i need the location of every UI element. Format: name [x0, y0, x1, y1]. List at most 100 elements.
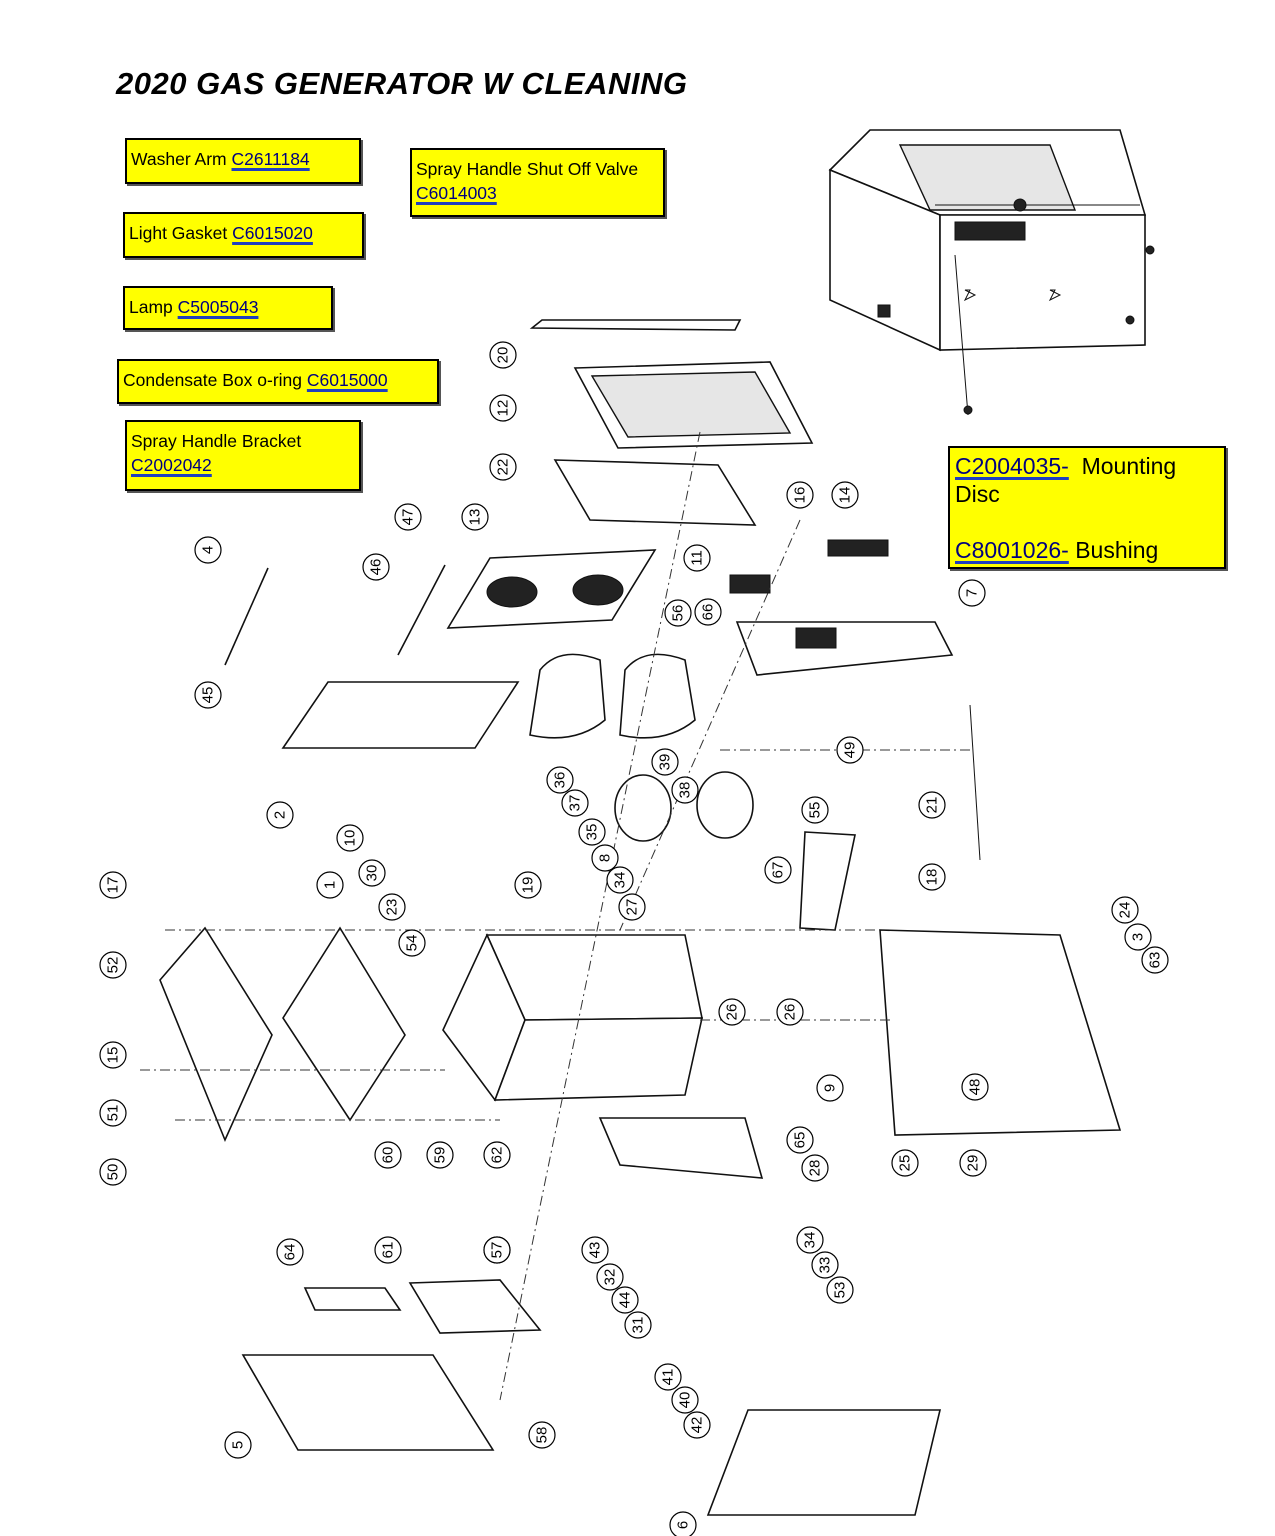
callout-label: Spray Handle Shut Off Valve — [416, 159, 639, 179]
callout-number: 22 — [495, 459, 512, 476]
callout-bubble-40: 40 — [671, 1386, 699, 1414]
callout-bubble-17: 17 — [99, 871, 127, 899]
callout-number: 67 — [770, 862, 787, 879]
callout-number: 60 — [380, 1147, 397, 1164]
callout-number: 37 — [567, 795, 584, 812]
callout-number: 34 — [802, 1232, 819, 1249]
callout-bubble-23: 23 — [378, 893, 406, 921]
callout-bubble-13: 13 — [461, 503, 489, 531]
callout-number: 56 — [670, 605, 687, 622]
callout-bubble-7: 7 — [958, 579, 986, 607]
callout-bubble-19: 19 — [514, 871, 542, 899]
callout-bubble-20: 20 — [489, 341, 517, 369]
panel-55 — [799, 831, 856, 931]
callout-bubble-26: 26 — [718, 998, 746, 1026]
board-11 — [729, 574, 771, 594]
callout-bubble-67: 67 — [764, 856, 792, 884]
callout-number: 24 — [1117, 902, 1134, 919]
callout-bubble-1: 1 — [316, 871, 344, 899]
callout-number: 13 — [467, 509, 484, 526]
callout-bubble-10: 10 — [336, 824, 364, 852]
bottom-panel-5 — [241, 1354, 495, 1451]
callout-number: 29 — [965, 1155, 982, 1172]
callout-number: 39 — [657, 754, 674, 771]
door-gasket-22 — [553, 459, 757, 526]
callout-bubble-47: 47 — [394, 503, 422, 531]
callout-bubble-31: 31 — [624, 1311, 652, 1339]
callout-number: 30 — [364, 865, 381, 882]
assembled-unit-illustration — [828, 129, 1155, 416]
callout-label: Washer Arm — [131, 149, 227, 169]
part-number-link[interactable]: C8001026- — [955, 537, 1069, 563]
callout-number: 40 — [677, 1392, 694, 1409]
callout-number: 34 — [612, 872, 629, 889]
callout-bubble-34: 34 — [796, 1226, 824, 1254]
part-number-link[interactable]: C6015020 — [232, 223, 313, 243]
callout-number: 53 — [832, 1282, 849, 1299]
callout-condensate-oring: Condensate Box o-ring C6015000 — [117, 359, 439, 404]
callout-number: 21 — [924, 797, 941, 814]
callout-number: 17 — [105, 877, 122, 894]
part-number-link[interactable]: C5005043 — [177, 297, 259, 317]
callout-label: Lamp — [129, 297, 173, 317]
callout-number: 1 — [322, 881, 339, 889]
callout-bubble-38: 38 — [671, 776, 699, 804]
callout-number: 63 — [1147, 952, 1164, 969]
callout-number: 61 — [380, 1242, 397, 1259]
callout-number: 7 — [964, 589, 981, 597]
callout-light-gasket: Light Gasket C6015020 — [123, 212, 364, 258]
callout-bubble-51: 51 — [99, 1099, 127, 1127]
callout-number: 6 — [675, 1521, 692, 1529]
callout-label: Mounting Disc — [955, 453, 1177, 507]
callout-number: 65 — [792, 1132, 809, 1149]
rail-4 — [224, 567, 269, 666]
callout-bubble-25: 25 — [891, 1149, 919, 1177]
callout-number: 31 — [630, 1317, 647, 1334]
callout-bubble-46: 46 — [362, 553, 390, 581]
callout-number: 36 — [552, 772, 569, 789]
callout-bubble-43: 43 — [581, 1236, 609, 1264]
callout-bubble-45: 45 — [194, 681, 222, 709]
callout-bubble-61: 61 — [374, 1236, 402, 1264]
part-number-link[interactable]: C6014003 — [416, 183, 497, 203]
callout-bubble-57: 57 — [483, 1236, 511, 1264]
callout-lamp: Lamp C5005043 — [123, 286, 333, 330]
callout-number: 26 — [782, 1004, 799, 1021]
display-14 — [827, 539, 889, 557]
part-number-link[interactable]: C2611184 — [231, 149, 310, 169]
callout-bubble-55: 55 — [801, 796, 829, 824]
part-number-link[interactable]: C2004035- — [955, 453, 1069, 479]
callout-number: 58 — [534, 1427, 551, 1444]
callout-bubble-39: 39 — [651, 748, 679, 776]
callout-number: 54 — [404, 935, 421, 952]
callout-bubble-16: 16 — [786, 481, 814, 509]
part-number-link[interactable]: C6015000 — [306, 370, 388, 390]
callout-number: 33 — [817, 1257, 834, 1274]
callout-number: 9 — [822, 1084, 839, 1092]
callout-mounting-disc-bushing: C2004035- Mounting Disc C8001026- Bushin… — [948, 446, 1226, 569]
callout-bubble-29: 29 — [959, 1149, 987, 1177]
callout-number: 55 — [807, 802, 824, 819]
callout-bubble-36: 36 — [546, 766, 574, 794]
callout-bubble-66: 66 — [694, 598, 722, 626]
callout-number: 44 — [617, 1292, 634, 1309]
control-panel-7 — [735, 621, 954, 676]
callout-label: Condensate Box o-ring — [123, 370, 302, 390]
callout-number: 3 — [1130, 933, 1147, 941]
callout-bubble-63: 63 — [1141, 946, 1169, 974]
condensate-61 — [408, 1279, 542, 1334]
part-number-link[interactable]: C2002042 — [131, 455, 212, 475]
rod-21 — [969, 704, 981, 861]
callout-number: 52 — [105, 957, 122, 974]
callout-bubble-5: 5 — [224, 1431, 252, 1459]
callout-number: 18 — [924, 869, 941, 886]
callout-number: 16 — [792, 487, 809, 504]
callout-number: 46 — [368, 559, 385, 576]
callout-number: 64 — [282, 1244, 299, 1261]
callout-spray-handle-valve: Spray Handle Shut Off Valve C6014003 — [410, 148, 665, 217]
electrical-tray-65 — [598, 1117, 764, 1179]
callout-bubble-15: 15 — [99, 1041, 127, 1069]
callout-bubble-4: 4 — [194, 536, 222, 564]
callout-number: 35 — [584, 824, 601, 841]
